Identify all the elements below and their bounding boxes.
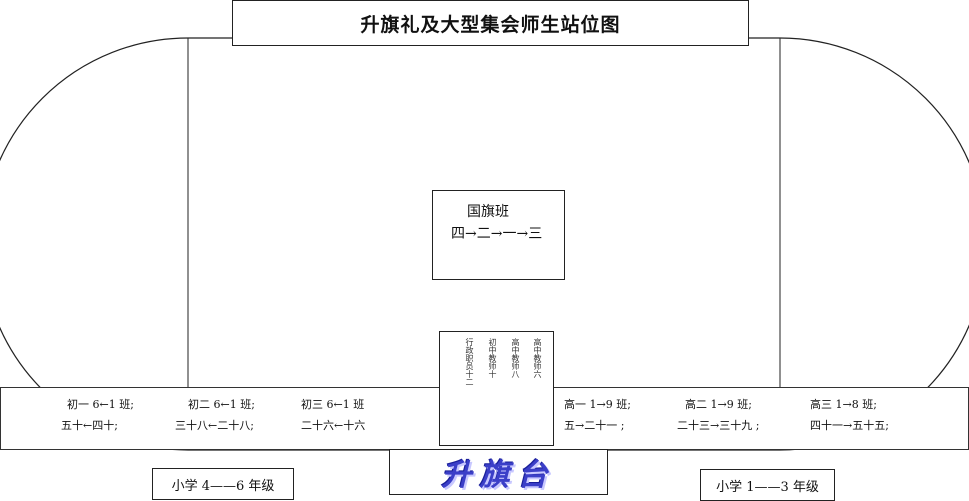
class-group-line2: 三十八←二十八;	[175, 419, 254, 432]
grade-box-right: 小学 1——3 年级	[700, 469, 835, 501]
flag-team-label: 国旗班	[467, 204, 509, 220]
class-group-line2: 二十六←十六	[301, 419, 366, 432]
class-group-line2: 五十←四十;	[61, 419, 118, 432]
flag-team-sequence: 四→二→一→三	[451, 226, 543, 242]
flag-team-box: 国旗班 四→二→一→三	[432, 190, 565, 280]
grade-box-left: 小学 4——6 年级	[152, 468, 294, 500]
class-group-line1: 高三 1→8 班;	[810, 398, 877, 411]
diagram-title: 升旗礼及大型集会师生站位图	[232, 0, 749, 46]
staff-column: 高中教师六	[533, 338, 542, 378]
class-group-line1: 初二 6←1 班;	[188, 398, 255, 411]
class-group-line1: 初三 6←1 班	[301, 398, 365, 411]
class-group-line2: 四十一→五十五;	[810, 419, 889, 432]
class-group-line1: 初一 6←1 班;	[67, 398, 134, 411]
class-group-line2: 五→二十一 ;	[564, 419, 625, 432]
staff-column: 高中教师八	[511, 338, 520, 378]
staff-box: 行政职员十二 初中教师十 高中教师八 高中教师六	[439, 331, 554, 446]
staff-column: 初中教师十	[488, 338, 497, 378]
staff-column: 行政职员十二	[465, 338, 474, 386]
flag-platform: 升旗台	[389, 449, 608, 495]
class-group-line1: 高一 1→9 班;	[564, 398, 631, 411]
class-group-line1: 高二 1→9 班;	[685, 398, 752, 411]
class-group-line2: 二十三→三十九 ;	[677, 419, 760, 432]
